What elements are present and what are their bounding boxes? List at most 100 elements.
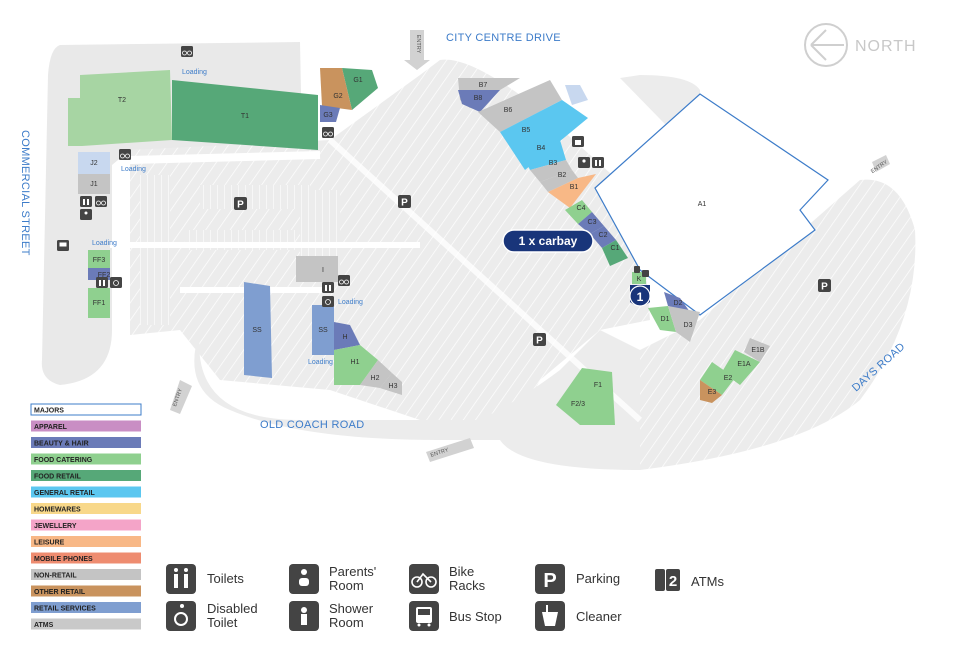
unit-E2[interactable] <box>700 362 735 395</box>
unit-H1[interactable] <box>334 345 378 385</box>
legend-category-label: LEISURE <box>34 540 65 547</box>
unit-I[interactable] <box>296 256 338 282</box>
bus-stop-icon <box>57 240 69 251</box>
parking-icon <box>535 564 565 594</box>
unit-label-D3: D3 <box>684 322 693 329</box>
unit-label-F23: F2/3 <box>571 401 585 408</box>
unit-B1[interactable] <box>548 174 596 208</box>
legend-category-label: MAJORS <box>34 408 64 415</box>
unit-A1[interactable] <box>594 93 829 316</box>
unit-G1[interactable] <box>342 68 378 110</box>
unit-D1[interactable] <box>648 306 676 332</box>
legend-swatch <box>31 618 141 630</box>
unit-label-F1: F1 <box>594 382 602 389</box>
unit-label-C1: C1 <box>611 245 620 252</box>
tenancies: T2 T1 G1 G2 G3 J2 J1 FF3 FF2 FF1 I SS SS… <box>68 68 829 425</box>
legend-category-label: BEAUTY & HAIR <box>34 441 89 448</box>
unit-FF3[interactable] <box>88 250 110 268</box>
loading-labels: Loading Loading Loading Loading Loading <box>92 69 363 366</box>
loading-label: Loading <box>121 166 146 173</box>
legend-category-item: JEWELLERY <box>31 519 141 531</box>
unit-C3[interactable] <box>578 212 604 234</box>
unit-label-E1A: E1A <box>737 361 751 368</box>
svg-text:Shower: Shower <box>329 601 374 616</box>
unit-label-H1: H1 <box>351 359 360 366</box>
unit-label-H2: H2 <box>371 375 380 382</box>
unit-label-FF2: FF2 <box>98 272 111 279</box>
unit-J1[interactable] <box>78 174 110 194</box>
legend-parking: P Parking <box>535 564 620 594</box>
unit-T1[interactable] <box>172 80 318 150</box>
parking-markers: P P P P <box>234 195 831 347</box>
unit-B-small[interactable] <box>565 85 588 105</box>
north-label: NORTH <box>855 38 917 55</box>
unit-label-E1B: E1B <box>751 347 765 354</box>
entry-arrow-east: ENTRY <box>870 155 890 175</box>
unit-FF1[interactable] <box>88 288 110 318</box>
legend-swatch <box>31 420 141 432</box>
shower-room-icon <box>80 209 92 220</box>
unit-H2[interactable] <box>360 360 392 388</box>
unit-G3[interactable] <box>320 105 340 122</box>
unit-B4[interactable] <box>520 140 566 170</box>
bike-rack-icon <box>95 196 107 207</box>
svg-text:Bike: Bike <box>449 564 474 579</box>
unit-F1[interactable] <box>556 368 615 425</box>
unit-D3[interactable] <box>668 306 700 342</box>
unit-C1[interactable] <box>602 240 628 266</box>
unit-B6[interactable] <box>478 80 562 132</box>
unit-label-G3: G3 <box>323 112 332 119</box>
unit-C4[interactable] <box>565 200 592 224</box>
legend-category-label: RETAIL SERVICES <box>34 606 96 613</box>
unit-C2[interactable] <box>590 226 616 248</box>
unit-label-J1: J1 <box>90 181 98 188</box>
unit-H3[interactable] <box>380 373 402 395</box>
unit-label-B7: B7 <box>479 82 488 89</box>
unit-SS-1[interactable] <box>244 282 272 378</box>
unit-label-SS2: SS <box>318 327 328 334</box>
toilets-icon <box>96 277 108 288</box>
svg-text:P: P <box>237 200 244 211</box>
unit-H[interactable] <box>334 322 360 350</box>
svg-text:Toilet: Toilet <box>207 615 238 630</box>
loading-label: Loading <box>182 69 207 76</box>
unit-label-B4: B4 <box>537 145 546 152</box>
unit-label-B5: B5 <box>522 127 531 134</box>
unit-B8[interactable] <box>458 90 500 112</box>
unit-J2[interactable] <box>78 152 110 174</box>
unit-label-C3: C3 <box>588 219 597 226</box>
road-label-city-centre-drive: CITY CENTRE DRIVE <box>446 32 561 44</box>
legend-swatch <box>31 453 141 465</box>
unit-B2[interactable] <box>540 170 578 192</box>
unit-G2[interactable] <box>320 68 352 110</box>
legend-bike-racks: Bike Racks <box>409 564 486 594</box>
legend-bus-stop: Bus Stop <box>409 601 502 631</box>
svg-text:Racks: Racks <box>449 578 486 593</box>
legend-category-item: MAJORS <box>30 403 142 416</box>
legend-swatch <box>31 470 141 481</box>
legend-swatch <box>31 569 141 580</box>
legend-category-item: LEISURE <box>31 536 141 547</box>
unit-label-B2: B2 <box>558 172 567 179</box>
amenity-legend: Toilets Disabled Toilet Parents' Room Sh… <box>166 564 724 631</box>
unit-T2[interactable] <box>68 70 172 146</box>
svg-text:P: P <box>821 282 828 293</box>
road-label-commercial-street: COMMERCIAL STREET <box>19 130 31 256</box>
legend-swatch <box>31 602 141 613</box>
legend-category-item: GENERAL RETAIL <box>31 486 141 498</box>
legend-swatch <box>31 585 141 597</box>
legend-category-item: RETAIL SERVICES <box>31 602 141 613</box>
svg-text:ENTRY: ENTRY <box>430 447 450 459</box>
unit-E3[interactable] <box>700 380 722 403</box>
bike-rack-icon <box>338 275 350 286</box>
unit-D2[interactable] <box>664 292 690 312</box>
unit-E1B[interactable] <box>744 338 770 362</box>
unit-B3[interactable] <box>530 160 572 182</box>
unit-SS-2[interactable] <box>312 305 334 355</box>
north-compass: NORTH <box>804 23 917 67</box>
legend-category-item: FOOD RETAIL <box>31 470 141 481</box>
unit-label-K: K <box>637 276 642 283</box>
unit-label-FF1: FF1 <box>93 300 106 307</box>
unit-label-B8: B8 <box>474 95 483 102</box>
